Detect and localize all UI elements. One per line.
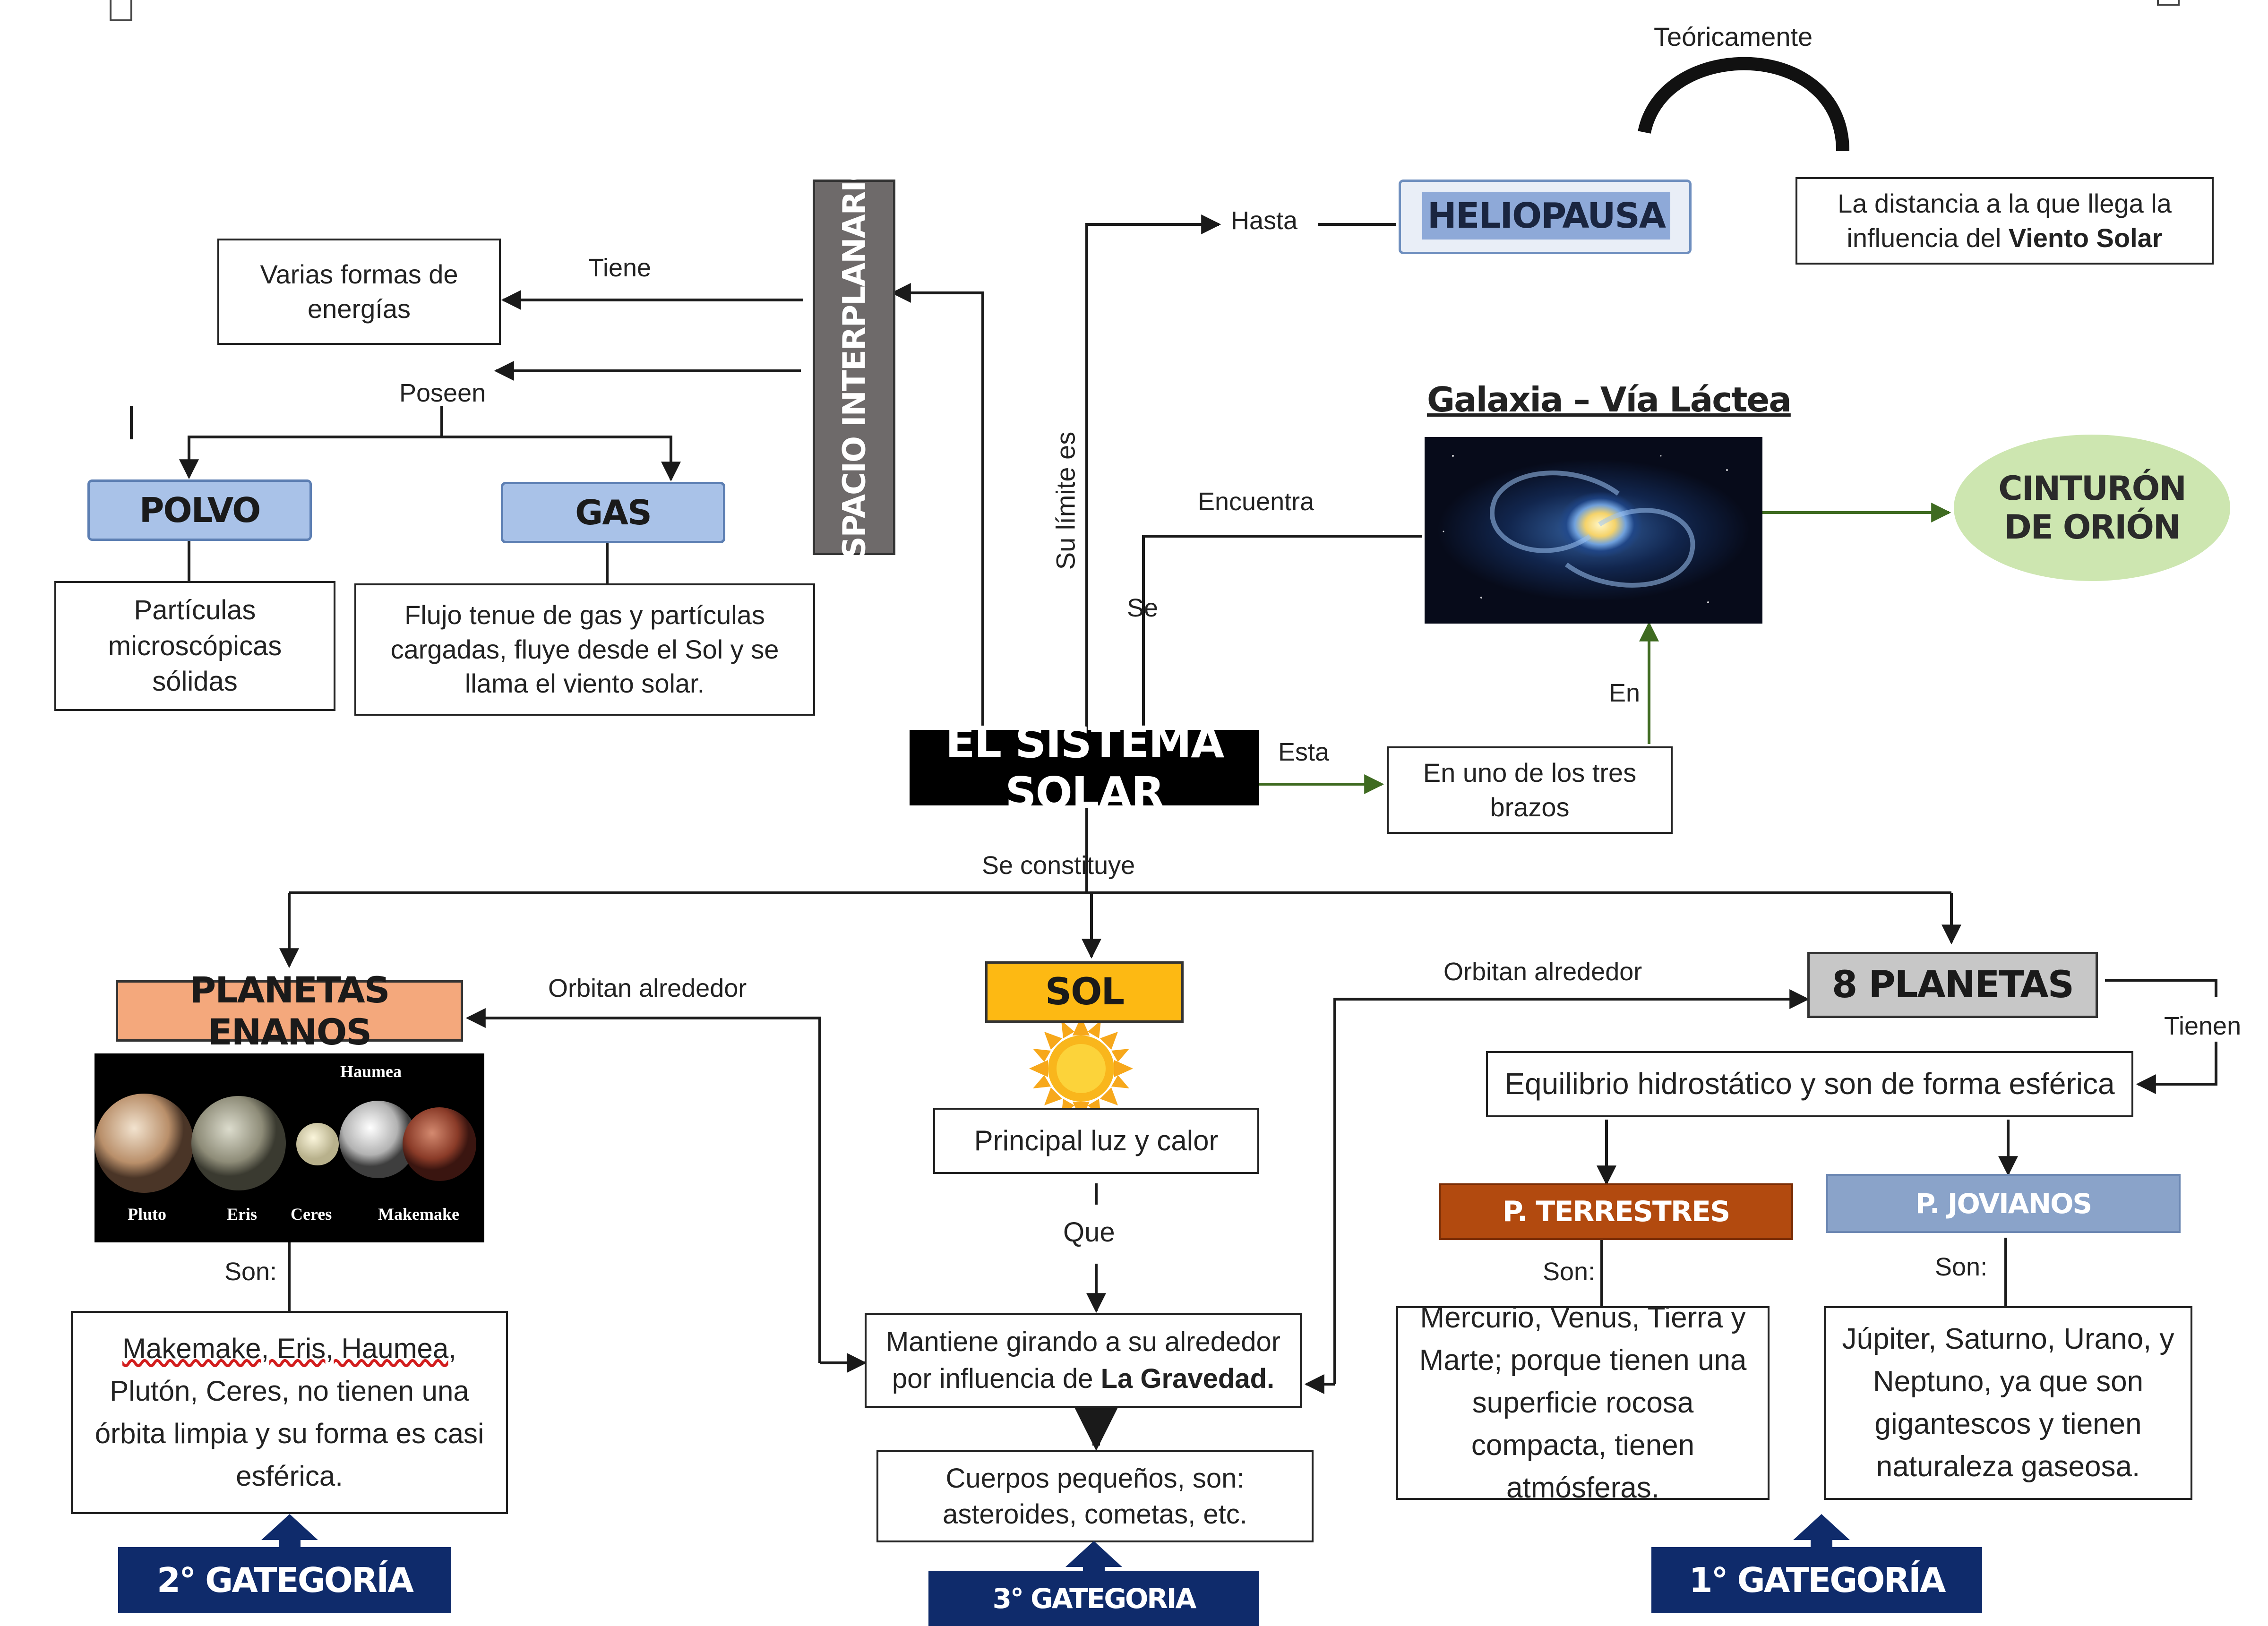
category-3-banner: 3° GATEGORIA xyxy=(928,1571,1259,1626)
sistema-to-espacio-line xyxy=(891,283,984,730)
que-label: Que xyxy=(1063,1217,1115,1248)
heliopausa-node[interactable]: HELIOPAUSA xyxy=(1399,180,1692,254)
dwarf-planets-svg: Haumea Pluto Eris Ceres Makemake xyxy=(94,1062,476,1224)
gravedad-box: Mantiene girando a su alrededor por infl… xyxy=(865,1313,1302,1408)
esta-label: Esta xyxy=(1278,738,1330,766)
cinturon-line2: DE ORIÓN xyxy=(2004,508,2181,547)
heliopausa-definition-box: La distancia a la que llega la influenci… xyxy=(1796,177,2214,265)
haumea-planet xyxy=(339,1101,417,1178)
jovianos-desc-box: Júpiter, Saturno, Urano, y Neptuno, ya q… xyxy=(1824,1306,2192,1500)
poseen-to-polvo-arrow xyxy=(179,406,443,479)
tienen-to-equilibrio-arrow xyxy=(2136,1042,2217,1094)
gas-desc-box: Flujo tenue de gas y partículas cargadas… xyxy=(354,583,815,716)
hasta-label: Hasta xyxy=(1231,206,1298,235)
galaxy-image xyxy=(1425,437,1762,624)
category-1-arrow-head xyxy=(1793,1514,1850,1540)
heliopausa-title: HELIOPAUSA xyxy=(1422,192,1670,240)
su-limite-label: Su límite es xyxy=(1050,431,1081,570)
enanos-desc-text: Plutón, Ceres, no tienen una órbita limp… xyxy=(94,1375,484,1492)
teoricamente-curved-arrow xyxy=(1638,57,1849,152)
ocho-planetas-node[interactable]: 8 PLANETAS xyxy=(1807,952,2098,1018)
heliopausa-definition-line1: La distancia a la que llega la xyxy=(1838,188,2172,218)
espacio-interplanario-title: ESPACIO INTERPLANARIO xyxy=(836,155,872,579)
energias-box: Varias formas de energías xyxy=(217,239,501,345)
planetas-enanos-node[interactable]: PLANETAS ENANOS xyxy=(116,969,463,1053)
dwarf-label-pluto: Pluto xyxy=(128,1205,166,1224)
ceres-planet xyxy=(296,1123,339,1165)
enanos-desc-box: Makemake, Eris, Haumea, Plutón, Ceres, n… xyxy=(71,1311,508,1514)
tiene-label: Tiene xyxy=(588,254,652,282)
planetas-orbitan-arrow xyxy=(1333,989,1810,1384)
dwarf-label-eris: Eris xyxy=(227,1205,257,1224)
galaxia-title: Galaxia – Vía Láctea xyxy=(1427,380,1792,419)
encuentra-label: Encuentra xyxy=(1198,488,1314,516)
sol-node[interactable]: SOL xyxy=(985,961,1184,1023)
jovianos-node[interactable]: P. JOVIANOS xyxy=(1826,1174,2181,1233)
sun-icon xyxy=(1029,1017,1133,1121)
category-2-arrow-head xyxy=(261,1514,318,1540)
planetas-to-tienen-line xyxy=(2105,979,2217,997)
cinturon-line1: CINTURÓN xyxy=(1998,469,2187,508)
galaxy-arms xyxy=(1443,455,1728,603)
enanos-desc-prefix: Makemake, Eris, Haumea, xyxy=(122,1333,456,1364)
se-to-galaxia-line xyxy=(1142,535,1422,730)
dwarf-label-ceres: Ceres xyxy=(291,1205,332,1224)
poseen-to-gas-arrow xyxy=(442,436,681,482)
brazos-box: En uno de los tres brazos xyxy=(1387,746,1673,834)
category-2-banner: 2° GATEGORÍA xyxy=(118,1547,451,1613)
sistema-solar-node[interactable]: EL SISTEMA SOLAR xyxy=(910,717,1259,818)
heliopausa-definition-line2: influencia del Viento Solar xyxy=(1847,223,2163,253)
top-left-marker xyxy=(110,0,132,21)
top-right-marker xyxy=(2157,0,2180,6)
espacio-interplanario-node[interactable]: ESPACIO INTERPLANARIO xyxy=(813,155,895,579)
equilibrio-box: Equilibrio hidrostático y son de forma e… xyxy=(1486,1051,2133,1117)
jovianos-son-label: Son: xyxy=(1935,1253,1988,1281)
planetas-orbitan-label: Orbitan alrededor xyxy=(1443,958,1642,986)
category-3-arrow-head xyxy=(1065,1541,1122,1567)
polvo-node[interactable]: POLVO xyxy=(87,479,312,541)
enanos-orbitan-label: Orbitan alrededor xyxy=(548,974,747,1002)
tienen-label: Tienen xyxy=(2164,1012,2242,1040)
dwarf-planets-image: Haumea Pluto Eris Ceres Makemake xyxy=(94,1053,484,1242)
terrestres-son-label: Son: xyxy=(1543,1258,1596,1286)
category-1-banner: 1° GATEGORÍA xyxy=(1651,1547,1982,1613)
sol-desc-box: Principal luz y calor xyxy=(933,1108,1259,1174)
terrestres-desc-box: Mercurio, Venus, Tierra y Marte; porque … xyxy=(1396,1301,1770,1504)
enanos-son-label: Son: xyxy=(224,1258,277,1286)
makemake-planet xyxy=(403,1107,476,1181)
polvo-desc-box: Partículas microscópicas sólidas xyxy=(54,581,335,711)
sistema-to-hasta-line xyxy=(1085,214,1221,730)
gravedad-text: Mantiene girando a su alrededor por infl… xyxy=(885,1326,1281,1394)
teoricamente-label: Teóricamente xyxy=(1654,22,1813,51)
enanos-orbitan-arrow xyxy=(465,1008,821,1363)
en-label: En xyxy=(1609,679,1641,707)
cuerpos-box: Cuerpos pequeños, son: asteroides, comet… xyxy=(876,1450,1314,1542)
gas-node[interactable]: GAS xyxy=(501,482,725,543)
dwarf-label-haumea: Haumea xyxy=(340,1062,402,1081)
se-label: Se xyxy=(1127,594,1159,622)
se-constituye-label: Se constituye xyxy=(982,851,1135,880)
dwarf-label-makemake: Makemake xyxy=(378,1205,459,1224)
cinturon-orion-node[interactable]: CINTURÓN DE ORIÓN xyxy=(1954,435,2230,581)
poseen-label: Poseen xyxy=(399,379,486,407)
eris-planet xyxy=(191,1096,286,1190)
terrestres-node[interactable]: P. TERRESTRES xyxy=(1439,1183,1793,1240)
pluto-planet xyxy=(94,1094,194,1193)
